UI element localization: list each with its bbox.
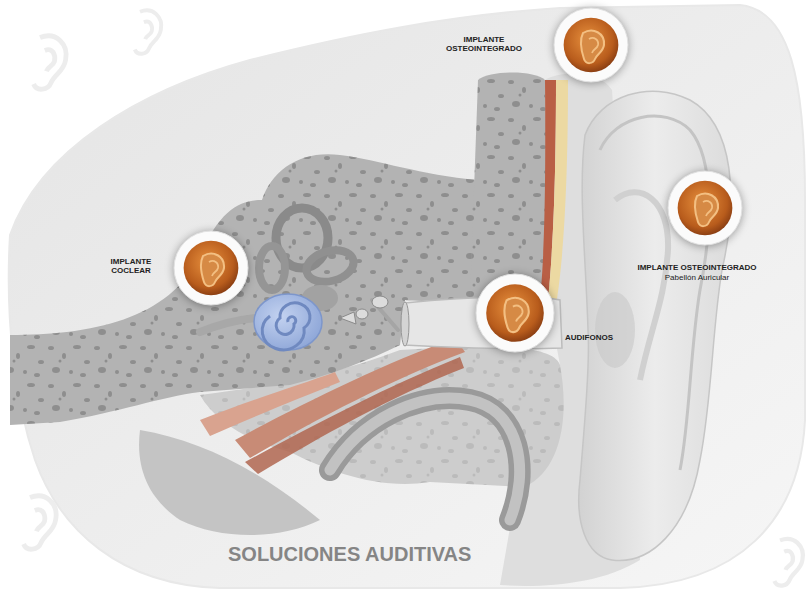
icon-badge [173,230,249,306]
ear-inner [589,38,598,53]
concha [595,292,635,368]
badge-ring [554,8,628,82]
ear-shape [201,254,224,286]
icon-badge [553,7,629,83]
stapes [340,312,356,324]
ear-shape [505,298,529,332]
ear-shape [695,194,718,226]
incus [356,309,368,319]
solution-label: AUDIFONOS [565,333,635,342]
cochlea [254,294,322,350]
diagram-title: SOLUCIONES AUDITIVAS [228,543,471,566]
ear-icon [581,31,604,63]
ear-inner [703,201,712,216]
semicircular-canal [303,245,357,286]
badge-disc [678,181,733,236]
bone-texture [470,73,550,301]
hearing-solution-icon: IMPLANTE OSTEOINTEGRADO [553,7,629,83]
cochlea-spiral [262,303,310,350]
badge-disc [564,18,619,73]
badge-ring [174,231,248,305]
ear-watermark [34,36,66,89]
hearing-solution-icon: AUDIFONOS [475,273,555,353]
background-blob [9,5,805,588]
solution-label: Pabellón Auricular [622,273,772,282]
ear-icon [201,254,224,286]
semicircular-canal [259,246,285,290]
hearing-solution-icon: IMPLANTE COCLEAR [173,230,249,306]
nerve [200,318,255,332]
malleus [372,296,388,308]
ear-watermark [774,539,802,586]
solution-label: IMPLANTE COCLEAR [99,257,163,275]
pinna [579,91,731,560]
icon-badge [475,273,555,353]
skull-bone [470,73,550,301]
muscle [245,357,464,474]
badge-ring [668,171,742,245]
muscle [235,338,465,458]
badge-disc [486,284,544,342]
ear-inner [209,261,218,276]
ear-shape [581,31,604,63]
solution-label: IMPLANTE OSTEOINTEGRADO [439,35,529,53]
icon-badge [667,170,743,246]
ear-inner [513,306,523,322]
badge-ring [476,274,554,352]
solution-label: IMPLANTE OSTEOINTEGRADO [622,263,772,272]
fat-layer [548,80,568,305]
ear-icon [505,298,529,332]
badge-disc [184,241,239,296]
ear-icon [695,194,718,226]
ear-watermark [135,10,161,53]
hearing-solution-icon: IMPLANTE OSTEOINTEGRADOPabellón Auricula… [667,170,743,246]
eardrum [401,302,409,346]
ear-watermark [24,496,56,549]
